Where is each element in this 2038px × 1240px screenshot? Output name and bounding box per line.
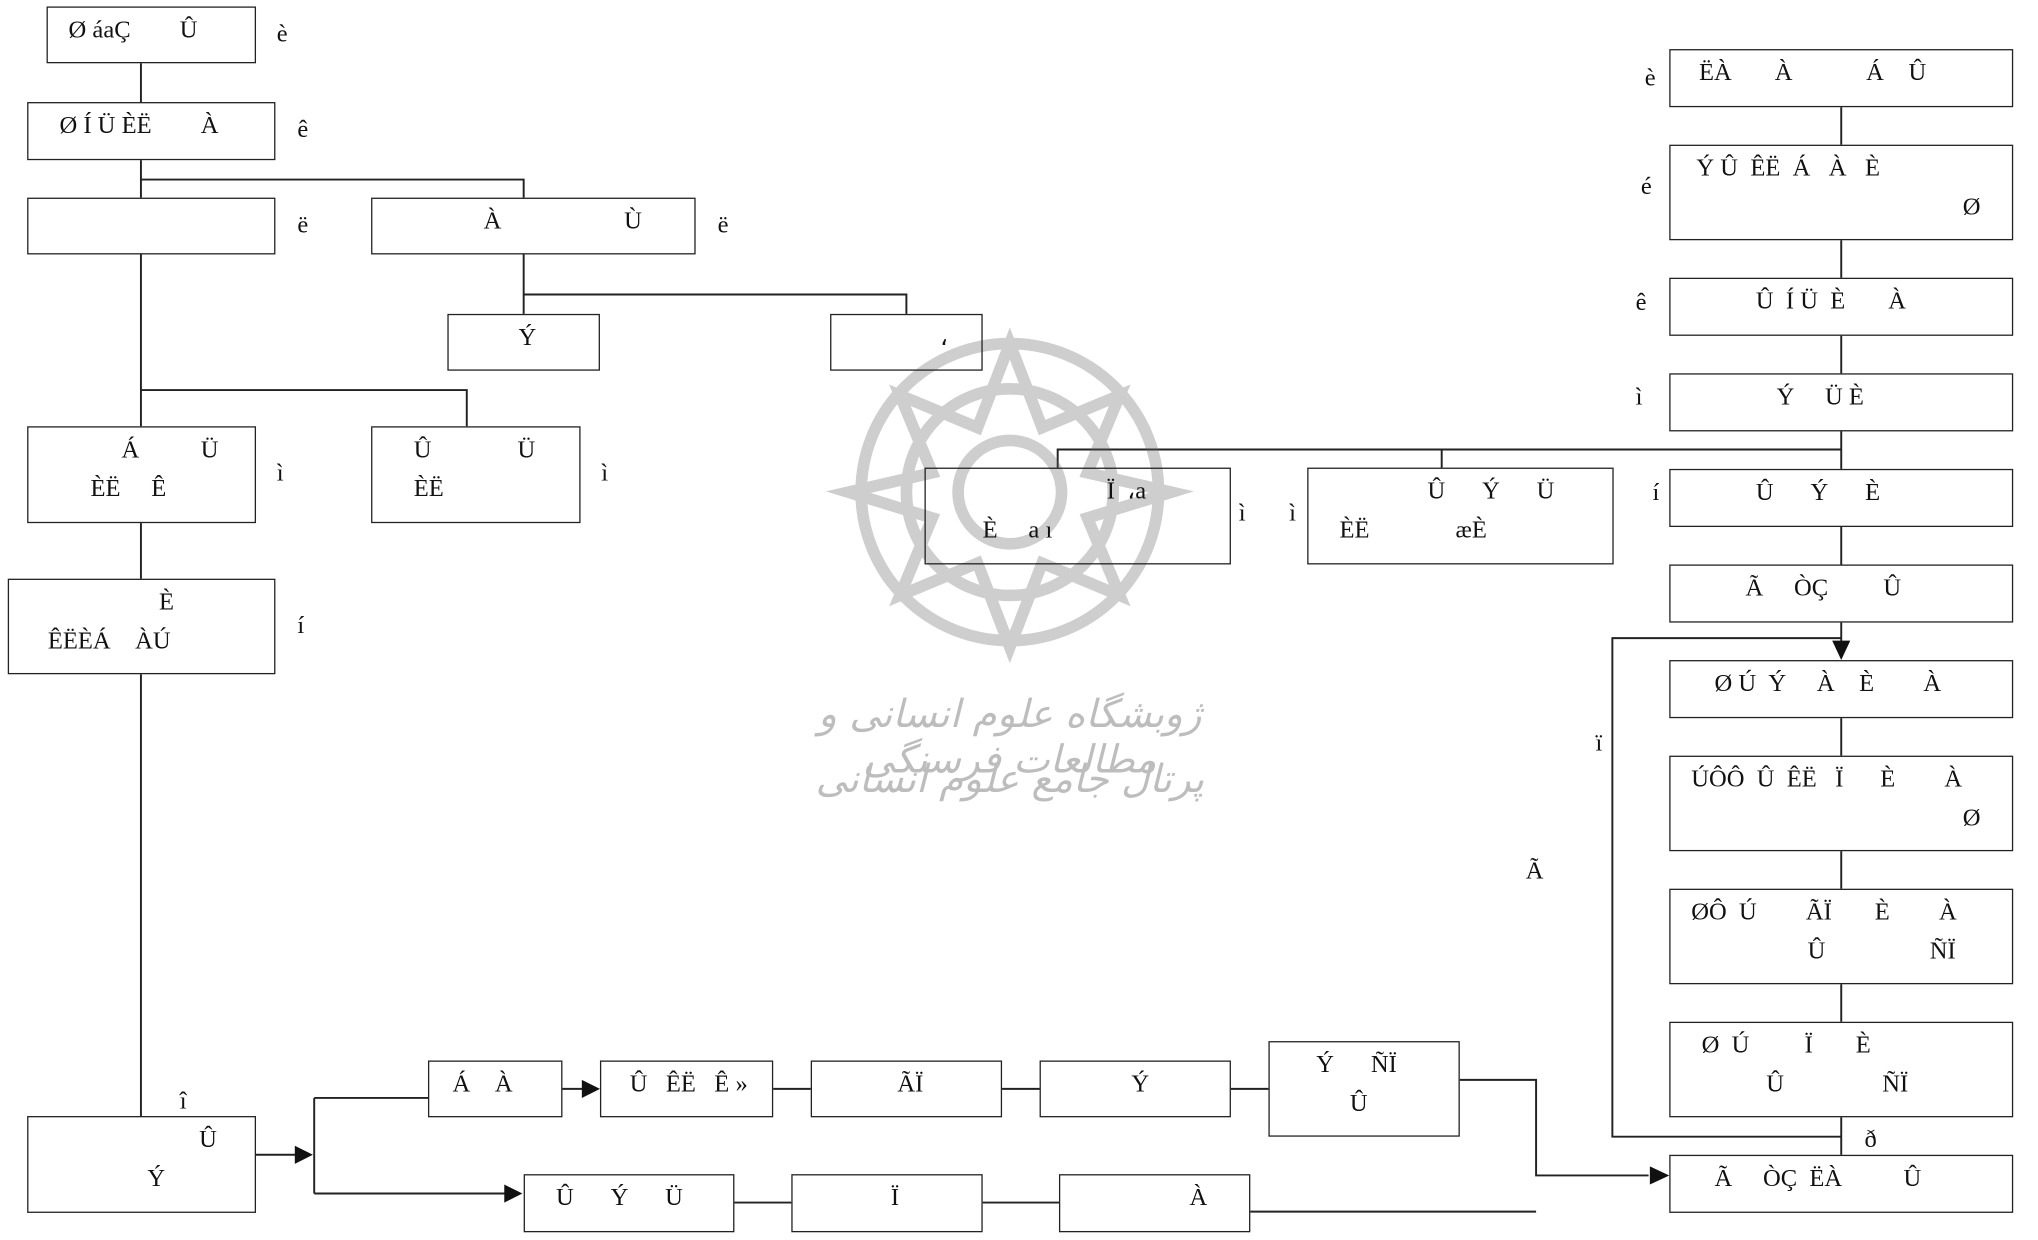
step-box-6-label: ، [940,319,981,358]
right-box-9-line2: Û ÑÏ [1808,933,2012,972]
right-4-number: ì [1636,384,1643,412]
step-box-1: Ø áaÇ Û [47,6,256,63]
step-box-7-line2: ÈË Ê [91,470,255,509]
right-box-2-line2: Ø [1963,189,2012,228]
watermark-line2: پرتال جامع علوم انسانی [784,757,1237,802]
step-box-7: Á Ü ÈË Ê [27,426,256,523]
right-box-8-line1: ÚÔÔ Û ÊË Ï È À [1691,761,2012,800]
step-box-12: Û Ý Ü ÈË æÈ [1307,468,1613,565]
right-box-4-label: Ý Ü È [1777,378,2012,417]
right-box-7-label: Ø Ú Ý À È À [1715,665,2012,704]
flow-top-box-1: Á À [428,1060,562,1117]
flow-top-box-4: Ý [1040,1060,1231,1117]
step-box-2: Ø Í Ü ÈË À [27,102,275,160]
step-11-number: ì [1239,500,1246,528]
flow-top-box-2-label: Û ÊË Ê » [630,1066,772,1105]
right-box-4: Ý Ü È [1669,373,2013,431]
step-1-number: è [277,21,288,49]
step-box-10-line2: Ý [147,1160,254,1199]
right-box-6: Ã ÒÇ Û [1669,564,2013,622]
right-box-10-line2: Û ÑÏ [1766,1066,2012,1105]
right-box-6-label: Ã ÒÇ Û [1746,570,2012,609]
step-box-10: Û Ý [27,1116,256,1213]
step-box-12-line2: ÈË æÈ [1340,512,1613,551]
right-box-11-label: Ã ÒÇ ËÀ Û [1715,1160,2012,1199]
flow-bottom-box-3-label: À [1190,1179,1249,1218]
step-box-4-label: À Ù [484,203,695,242]
right-box-2-line1: Ý Û ÊË Á À È [1696,150,2011,189]
flow-top-box-5: Ý ÑÏ Û [1268,1041,1459,1137]
flow-bottom-box-3: À [1059,1174,1250,1232]
right-1-number: è [1645,65,1656,93]
loop-label-left: ï [1596,730,1603,758]
flow-top-box-4-label: Ý [1131,1066,1229,1105]
step-box-10-line1: Û [199,1121,255,1160]
right-box-11: Ã ÒÇ ËÀ Û [1669,1155,2013,1213]
right-2-number: é [1641,173,1652,201]
step-box-5-label: Ý [518,319,598,358]
step-box-9: È ÊËÈÁ ÀÚ [8,579,276,675]
step-box-8-line2: ÈË [414,470,580,509]
loop-label-middle: Ã [1526,858,1544,886]
step-box-4: À Ù [371,198,696,255]
right-box-7: Ø Ú Ý À È À [1669,660,2013,718]
right-box-8-line2: Ø [1963,800,2012,839]
flow-top-box-3-label: ÃÏ [897,1066,1000,1105]
right-box-8: ÚÔÔ Û ÊË Ï È À Ø [1669,756,2013,852]
flow-bottom-box-1: Û Ý Ü [524,1174,735,1232]
step-2-number: ê [297,116,308,144]
flow-bottom-box-1-label: Û Ý Ü [556,1179,733,1218]
step-12-number: ì [1289,500,1296,528]
step-8-number: ì [601,460,608,488]
step-box-8: Û Ü ÈË [371,426,580,523]
flow-top-box-5-line1: Ý ÑÏ [1316,1046,1458,1085]
step-box-5: Ý [447,314,600,371]
step-box-11: Ï ،a È a ı [924,468,1230,565]
loop-label-bottom: ð [1865,1126,1877,1154]
right-box-10-line1: Ø Ú Ï È [1702,1027,2012,1066]
flow-top-box-1-label: Á À [453,1066,562,1105]
flow-top-box-2: Û ÊË Ê » [600,1060,773,1117]
step-box-6: ، [830,314,983,371]
right-5-number: í [1652,479,1659,507]
flow-top-box-5-line2: Û [1350,1085,1459,1124]
flow-bottom-box-2: Ï [791,1174,982,1232]
step-box-2-label: Ø Í Ü ÈË À [59,107,274,146]
right-box-5-label: Û Ý È [1756,474,2012,513]
step-box-11-line2: È a ı [983,512,1230,551]
step-box-9-line2: ÊËÈÁ ÀÚ [48,623,274,662]
step-box-11-line1: Ï ،a [1107,473,1230,512]
right-3-number: ê [1636,289,1647,317]
step-box-1-label: Ø áaÇ Û [69,12,255,51]
step-box-9-line1: È [159,584,274,623]
right-box-1-label: ËÀ À Á Û [1699,54,2012,93]
right-box-2: Ý Û ÊË Á À È Ø [1669,145,2013,241]
right-box-9: ØÔ Ú ÃÏ È À Û ÑÏ [1669,889,2013,985]
right-box-1: ËÀ À Á Û [1669,49,2013,107]
step-box-8-line1: Û Ü [414,431,580,470]
step-9-number: í [297,612,304,640]
step-4-number: ë [718,212,729,240]
step-box-12-line1: Û Ý Ü [1427,473,1612,512]
right-box-3-label: Û Í Ü È À [1756,283,2012,322]
step-7-number: ì [277,460,284,488]
flow-bottom-box-2-label: Ï [891,1179,982,1218]
step-3-number: ë [297,212,308,240]
step-10-number: î [180,1088,187,1116]
flow-top-box-3: ÃÏ [811,1060,1002,1117]
right-box-9-line1: ØÔ Ú ÃÏ È À [1691,894,2012,933]
step-box-7-line1: Á Ü [122,431,255,470]
right-box-10: Ø Ú Ï È Û ÑÏ [1669,1022,2013,1118]
right-box-5: Û Ý È [1669,469,2013,527]
right-box-3: Û Í Ü È À [1669,278,2013,336]
watermark-logo: ژوبشگاه علوم انسانی و مطالعات فرسنگی پرت… [784,305,1237,860]
step-box-3 [27,198,275,255]
